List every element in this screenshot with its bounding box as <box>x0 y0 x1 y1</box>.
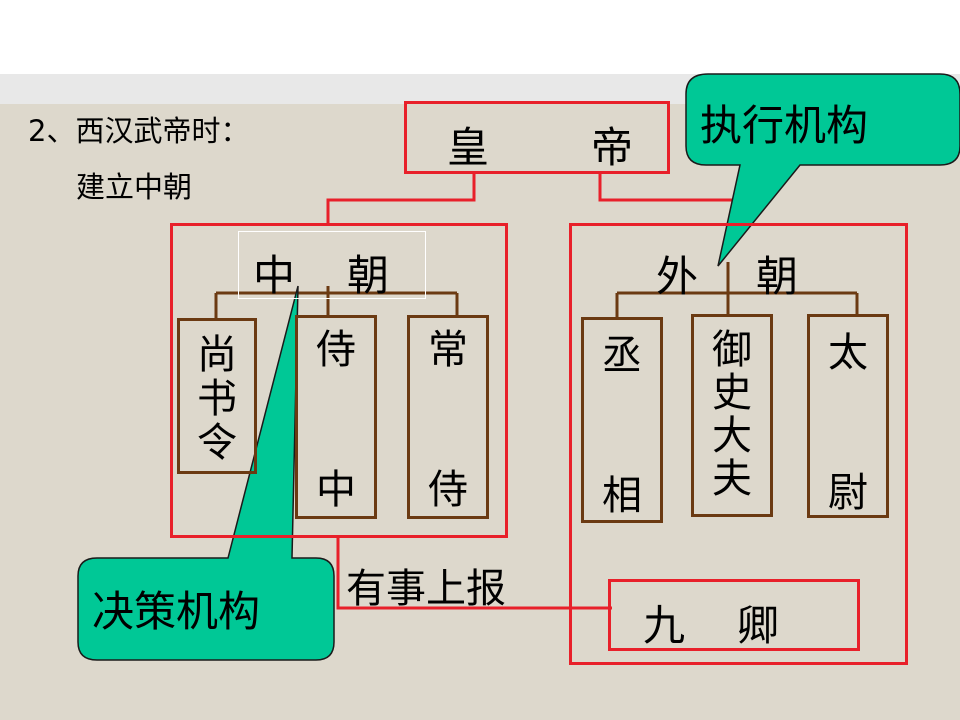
outer-court-frame <box>569 223 908 665</box>
office-shangshuling-label: 尚 书 令 <box>197 332 237 466</box>
office-shizhong-top: 侍 <box>316 327 356 373</box>
office-yushidafu: 御 史 大 夫 <box>691 314 773 517</box>
office-changshi: 常 侍 <box>407 315 489 519</box>
inner-court-title-box: 中 朝 <box>238 231 426 300</box>
inner-court-title-right: 朝 <box>347 251 390 300</box>
emperor-box: 皇 帝 <box>404 101 670 174</box>
emperor-char-left: 皇 <box>447 123 490 172</box>
report-label: 有事上报 <box>346 566 506 612</box>
emperor-char-right: 帝 <box>591 123 634 172</box>
inner-court-title-left: 中 <box>253 251 296 300</box>
office-shangshuling: 尚 书 令 <box>177 318 257 474</box>
office-changshi-bottom: 侍 <box>428 467 468 513</box>
office-chengxiang-bottom: 相 <box>602 473 642 519</box>
office-taiwei-bottom: 尉 <box>828 470 868 516</box>
office-shizhong-bottom: 中 <box>316 467 356 513</box>
nine-ministers-right: 卿 <box>737 601 780 650</box>
heading-line-1: 2、西汉武帝时： <box>28 114 250 148</box>
outer-court-title-left: 外 <box>656 252 699 301</box>
executive-callout-label: 执行机构 <box>700 101 869 150</box>
inner-court-frame <box>170 223 508 538</box>
nine-ministers-left: 九 <box>643 601 686 650</box>
office-taiwei: 太 尉 <box>807 314 889 518</box>
heading-line-2: 建立中朝 <box>76 170 193 204</box>
office-chengxiang-top: 丞 <box>602 333 642 379</box>
office-chengxiang: 丞 相 <box>581 317 663 523</box>
office-yushidafu-label: 御 史 大 夫 <box>712 327 752 502</box>
outer-court-title-right: 朝 <box>756 252 799 301</box>
office-changshi-top: 常 <box>428 327 468 373</box>
office-taiwei-top: 太 <box>828 330 868 376</box>
decision-callout-label: 决策机构 <box>92 587 261 636</box>
nine-ministers-box: 九 卿 <box>608 579 860 651</box>
office-shizhong: 侍 中 <box>295 315 377 519</box>
